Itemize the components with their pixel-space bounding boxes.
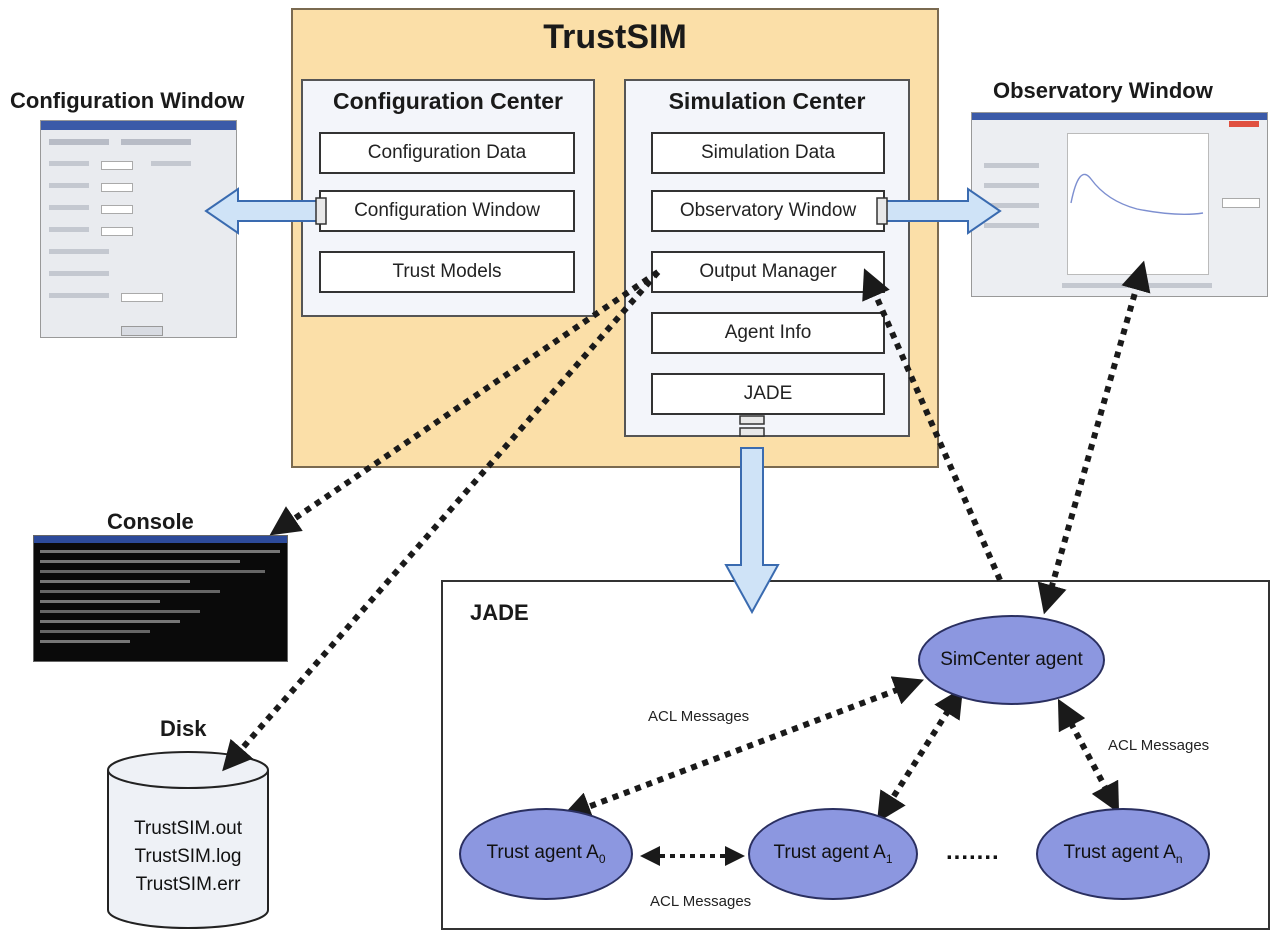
jade-platform-title: JADE	[470, 600, 529, 625]
acl-messages-label-bottom: ACL Messages	[650, 893, 752, 910]
simcenter-agent-label: SimCenter agent	[940, 649, 1083, 670]
disk-file-out: TrustSIM.out	[133, 818, 243, 839]
trust-agent-a0: Trust agent A0	[459, 808, 633, 900]
simulation-data-module: Simulation Data	[651, 132, 885, 174]
simcenter-agent: SimCenter agent	[918, 615, 1105, 705]
agents-ellipsis: .......	[946, 838, 1000, 865]
trust-agent-a0-label: Trust agent A0	[486, 842, 606, 866]
output-manager-module: Output Manager	[651, 251, 885, 293]
configuration-window-thumbnail	[40, 120, 237, 338]
observatory-window-module: Observatory Window	[651, 190, 885, 232]
observatory-window-label: Observatory Window	[993, 78, 1213, 103]
agent-info-module: Agent Info	[651, 312, 885, 354]
configuration-data-module: Configuration Data	[319, 132, 575, 174]
console-thumbnail	[33, 535, 288, 662]
trust-agent-a1: Trust agent A1	[748, 808, 918, 900]
configuration-center-title: Configuration Center	[333, 88, 563, 114]
trust-agent-an-label: Trust agent An	[1063, 842, 1183, 866]
disk-file-log: TrustSIM.log	[134, 846, 242, 867]
configuration-window-label: Configuration Window	[10, 88, 245, 113]
acl-messages-label-left: ACL Messages	[648, 708, 750, 725]
jade-module: JADE	[651, 373, 885, 415]
trust-models-module: Trust Models	[319, 251, 575, 293]
disk-file-err: TrustSIM.err	[135, 874, 241, 895]
trustsim-title: TrustSIM	[543, 18, 687, 56]
configuration-window-module: Configuration Window	[319, 190, 575, 232]
console-label: Console	[107, 509, 194, 534]
disk-label: Disk	[160, 716, 207, 741]
trust-agent-an: Trust agent An	[1036, 808, 1210, 900]
simulation-center-title: Simulation Center	[668, 88, 866, 114]
acl-messages-label-right: ACL Messages	[1108, 737, 1210, 754]
trust-agent-a1-label: Trust agent A1	[773, 842, 893, 866]
